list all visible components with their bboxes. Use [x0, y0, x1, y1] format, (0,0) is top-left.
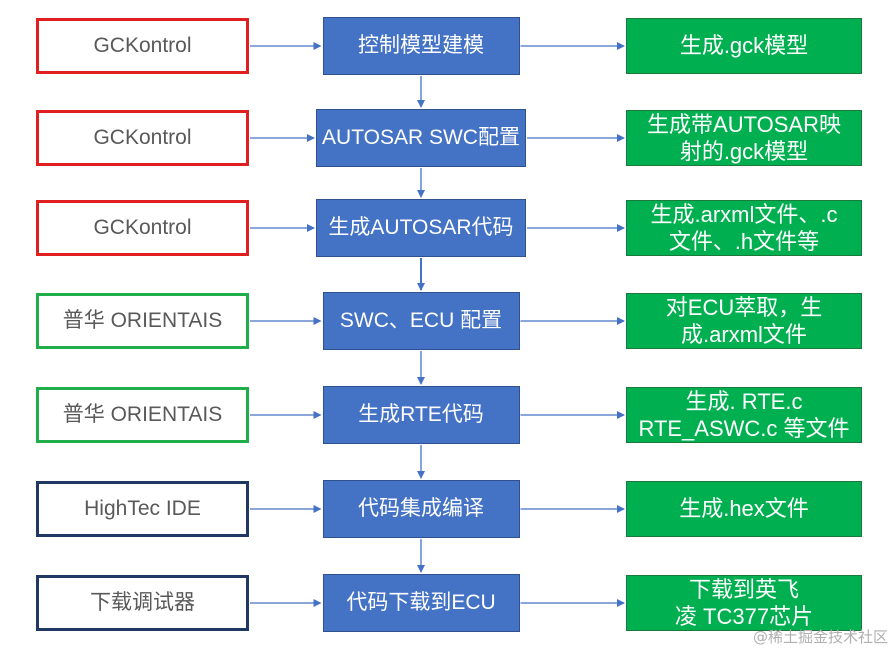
tool-box-4: 普华 ORIENTAIS — [36, 293, 249, 349]
tool-box-5: 普华 ORIENTAIS — [36, 387, 249, 443]
step-box-4: SWC、ECU 配置 — [322, 292, 520, 350]
output-box-4: 对ECU萃取，生 成.arxml文件 — [626, 293, 862, 349]
step-box-3: 生成AUTOSAR代码 — [316, 199, 526, 257]
step-box-5: 生成RTE代码 — [322, 386, 520, 444]
step-box-1: 控制模型建模 — [322, 17, 520, 75]
tool-box-3: GCKontrol — [36, 200, 249, 256]
output-box-2: 生成带AUTOSAR映 射的.gck模型 — [626, 110, 862, 166]
output-box-6: 生成.hex文件 — [626, 481, 862, 537]
tool-box-1: GCKontrol — [36, 18, 249, 74]
tool-box-2: GCKontrol — [36, 110, 249, 166]
step-box-6: 代码集成编译 — [322, 480, 520, 538]
step-box-7: 代码下载到ECU — [322, 574, 520, 632]
tool-box-6: HighTec IDE — [36, 481, 249, 537]
output-box-3: 生成.arxml文件、.c 文件、.h文件等 — [626, 200, 862, 256]
step-box-2: AUTOSAR SWC配置 — [316, 109, 526, 167]
output-box-5: 生成. RTE.c RTE_ASWC.c 等文件 — [626, 387, 862, 443]
watermark: @稀土掘金技术社区 — [752, 628, 888, 646]
tool-box-7: 下载调试器 — [36, 575, 249, 631]
output-box-7: 下载到英飞 凌 TC377芯片 — [626, 575, 862, 631]
output-box-1: 生成.gck模型 — [626, 18, 862, 74]
